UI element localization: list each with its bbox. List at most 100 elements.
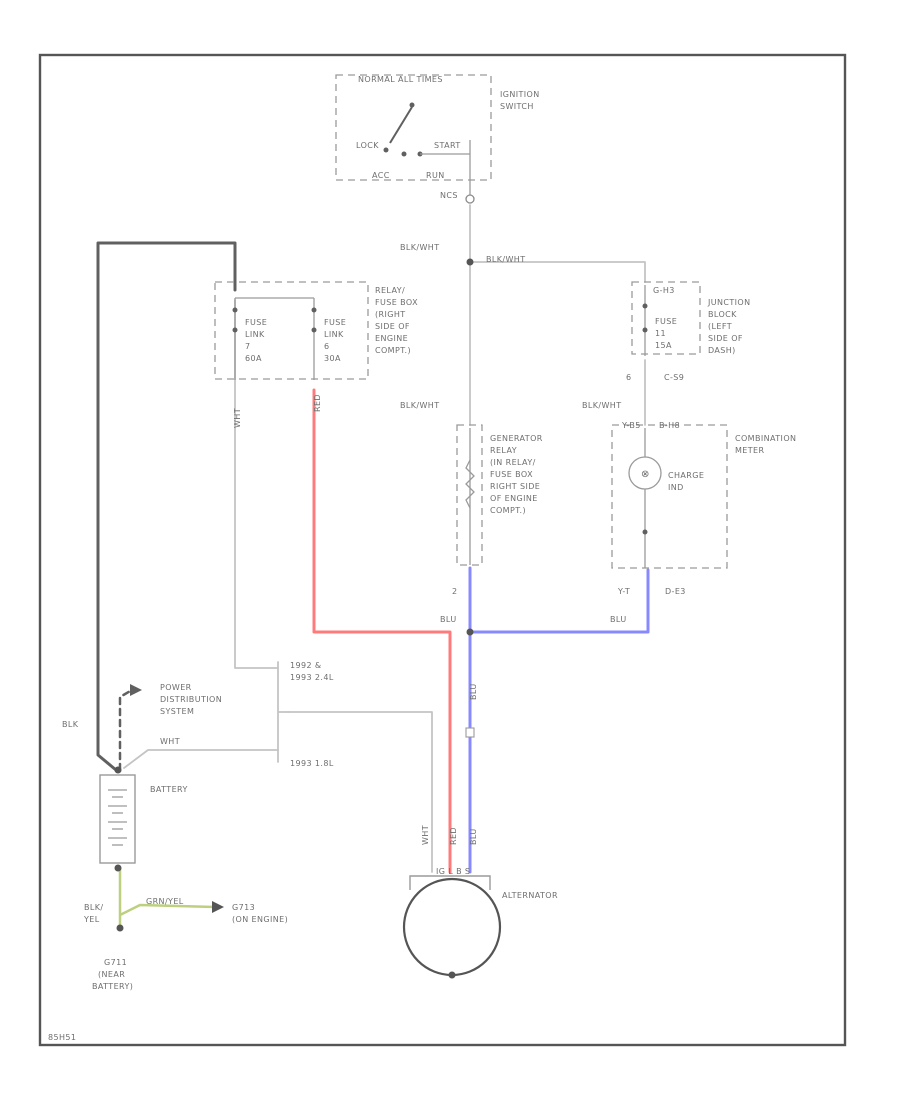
svg-text:RELAY: RELAY	[490, 446, 517, 455]
svg-text:COMPT.): COMPT.)	[490, 506, 526, 515]
charge-lamp-symbol: ⊗	[641, 469, 650, 480]
ignition-ncs-label: NCS	[440, 191, 458, 200]
svg-text:1993 2.4L: 1993 2.4L	[290, 673, 334, 682]
svg-text:LINK: LINK	[324, 330, 344, 339]
svg-text:COMPT.): COMPT.)	[375, 346, 411, 355]
svg-text:30A: 30A	[324, 354, 341, 363]
relay-fuse-box-title: RELAY/ FUSE BOX (RIGHT SIDE OF ENGINE CO…	[375, 286, 418, 355]
wire-wht-fuselink7	[234, 299, 279, 669]
variant-1993-18l-label: 1993 1.8L	[290, 759, 334, 768]
ignition-switch-box	[335, 74, 492, 181]
alternator-pin-red: RED	[449, 827, 458, 845]
footer-code: 85H51	[48, 1033, 76, 1042]
svg-text:FUSE: FUSE	[324, 318, 346, 327]
label-blk-yel: BLK/ YEL	[83, 903, 104, 924]
ground-g711-dot	[116, 924, 124, 932]
power-distribution-label: POWER DISTRIBUTION SYSTEM	[160, 683, 222, 716]
meter-bottom-terminal: D-E3	[665, 587, 686, 596]
wire-blk-battery-to-fuse	[96, 241, 237, 772]
meter-bottom-pin: Y-T	[617, 587, 630, 596]
svg-text:JUNCTION: JUNCTION	[707, 298, 751, 307]
ignition-title-2: SWITCH	[500, 102, 534, 111]
svg-text:(RIGHT: (RIGHT	[375, 310, 406, 319]
ignition-switch-lever	[389, 106, 413, 144]
fuse-link-6-label: FUSE LINK 6 30A	[324, 318, 346, 363]
alternator-pin-wht: WHT	[421, 825, 430, 845]
label-blkwht-2: BLK/WHT	[486, 255, 526, 264]
generator-relay-title: GENERATOR RELAY (IN RELAY/ FUSE BOX RIGH…	[490, 434, 542, 515]
svg-text:RIGHT SIDE: RIGHT SIDE	[490, 482, 540, 491]
splice-blkwht	[466, 258, 474, 266]
wire-blkyel-ground	[118, 866, 217, 927]
diagram-frame	[38, 53, 847, 1047]
fuse-link-7-label: FUSE LINK 7 60A	[245, 318, 267, 363]
junction-bottom-terminal: C-S9	[664, 373, 684, 382]
ignition-contact-acc	[401, 151, 407, 157]
ground-g713-label: G713 (ON ENGINE)	[232, 903, 288, 924]
label-wht-vertical: WHT	[233, 408, 242, 428]
svg-text:FUSE BOX: FUSE BOX	[375, 298, 418, 307]
meter-bottom-connector	[642, 529, 648, 535]
svg-text:6: 6	[324, 342, 330, 351]
svg-text:FUSE: FUSE	[655, 317, 677, 326]
svg-text:G713: G713	[232, 903, 255, 912]
battery-label: BATTERY	[150, 785, 188, 794]
label-blk: BLK	[62, 720, 79, 729]
power-distribution-arrow	[130, 684, 142, 696]
svg-text:IND: IND	[668, 483, 684, 492]
combination-meter-box	[611, 424, 728, 569]
alternator-pin-blu: BLU	[469, 828, 478, 845]
ignition-start-label: START	[434, 141, 461, 150]
alternator-ground-dot	[448, 971, 456, 979]
svg-text:SIDE OF: SIDE OF	[375, 322, 410, 331]
label-blkwht-3: BLK/WHT	[400, 401, 440, 410]
variant-1992-1993-label: 1992 & 1993 2.4L	[290, 661, 334, 682]
meter-top-terminal: B-H8	[659, 421, 680, 430]
svg-text:DASH): DASH)	[708, 346, 736, 355]
ignition-acc-label: ACC	[372, 171, 390, 180]
svg-text:BLK/: BLK/	[84, 903, 104, 912]
ground-g711-label: G711 (NEAR BATTERY)	[92, 958, 133, 991]
svg-text:G711: G711	[104, 958, 127, 967]
svg-text:BATTERY): BATTERY)	[92, 982, 133, 991]
wire-power-distribution	[118, 688, 134, 772]
battery-positive-terminal	[114, 766, 122, 774]
svg-text:BLOCK: BLOCK	[708, 310, 737, 319]
fuse-link-7-top	[232, 307, 238, 313]
svg-text:7: 7	[245, 342, 251, 351]
ignition-pivot	[409, 102, 415, 108]
svg-text:FUSE: FUSE	[245, 318, 267, 327]
svg-text:SIDE OF: SIDE OF	[708, 334, 743, 343]
battery-box	[99, 774, 136, 864]
ignition-ncs-terminal	[465, 194, 475, 204]
junction-top-terminal: G-H3	[653, 286, 675, 295]
svg-text:ENGINE: ENGINE	[375, 334, 408, 343]
alternator-connector	[409, 875, 491, 890]
svg-text:60A: 60A	[245, 354, 262, 363]
label-blu-2: BLU	[610, 615, 627, 624]
ignition-lock-label: LOCK	[356, 141, 379, 150]
battery-cells	[108, 789, 127, 846]
generator-relay-pin: 2	[452, 587, 458, 596]
label-green-wire: GRN/YEL	[146, 897, 184, 906]
svg-text:DISTRIBUTION: DISTRIBUTION	[160, 695, 222, 704]
ignition-top-label: NORMAL ALL TIMES	[358, 75, 443, 84]
svg-text:(ON ENGINE): (ON ENGINE)	[232, 915, 288, 924]
alternator-label: ALTERNATOR	[502, 891, 558, 900]
svg-text:1992 &: 1992 &	[290, 661, 322, 670]
label-wht-horizontal: WHT	[160, 737, 180, 746]
variant-bracket	[277, 661, 289, 763]
svg-text:POWER: POWER	[160, 683, 192, 692]
label-blkwht-4: BLK/WHT	[582, 401, 622, 410]
alternator-body	[402, 877, 502, 977]
junction-block-box	[631, 281, 701, 355]
svg-text:CHARGE: CHARGE	[668, 471, 704, 480]
svg-text:(LEFT: (LEFT	[708, 322, 732, 331]
ignition-contact-lock	[383, 147, 389, 153]
splice-blu	[466, 628, 474, 636]
svg-text:SYSTEM: SYSTEM	[160, 707, 194, 716]
label-blu-vertical: BLU	[469, 683, 478, 700]
wire-red-fuselink6-to-alternator	[312, 388, 452, 874]
ignition-run-label: RUN	[426, 171, 445, 180]
